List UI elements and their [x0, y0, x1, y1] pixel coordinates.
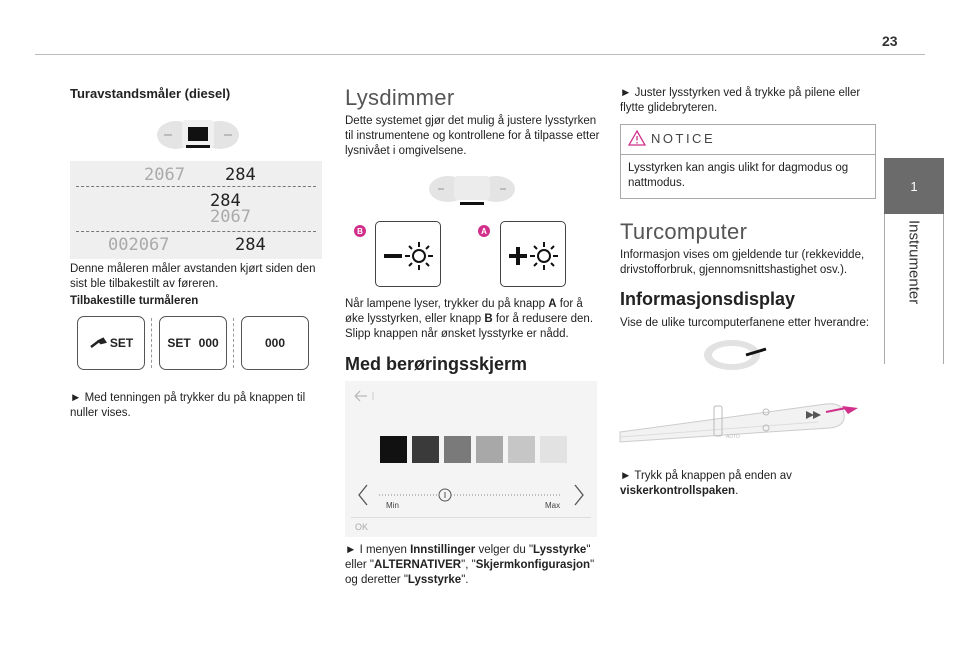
separator-2: [233, 318, 235, 368]
info-display-text: Vise de ulike turcomputerfanene etter hv…: [620, 317, 870, 329]
trip-value-3: 284: [235, 235, 266, 255]
text-part: for å redusere den. Slipp knappen når øn…: [345, 313, 594, 340]
touchscreen-title: Med berøringsskjerm: [345, 354, 528, 374]
slider-max-label: Max: [545, 501, 561, 510]
brightness-slider[interactable]: [357, 481, 587, 511]
odometer-heading: Turavstandsmåler (diesel): [70, 86, 231, 101]
odometer-full: 002067: [108, 235, 170, 255]
set-key: SET: [77, 316, 145, 370]
notice-box: [620, 124, 876, 199]
text-bold: Lysstyrke: [533, 544, 587, 556]
dimmer-plus-button: [500, 221, 566, 287]
trip-value-dim-2: 2067: [210, 207, 251, 227]
dimmer-minus-button: [375, 221, 441, 287]
side-rule-left: [884, 214, 885, 364]
odometer-description: Denne måleren måler avstanden kjørt side…: [70, 263, 316, 290]
chapter-tab-label: Instrumenter: [872, 220, 956, 340]
notice-title: NOTICE: [651, 131, 716, 146]
brightness-down-icon: [384, 242, 433, 270]
brightness-swatch: [540, 436, 567, 463]
wiper-instruction: ► Trykk på knappen på enden av viskerkon…: [620, 469, 876, 499]
screen-divider: [351, 517, 591, 518]
reset-instruction: ► Med tenningen på trykker du på knappen…: [70, 392, 306, 419]
wiper-stalk-illustration: AUTO: [619, 403, 858, 443]
brightness-up-icon: [509, 242, 558, 270]
wrench-icon: [90, 337, 107, 348]
adjust-instruction: ► Juster lysstyrken ved å trykke på pile…: [620, 87, 861, 114]
touchscreen-instructions: ► I menyen Innstillinger velger du "Lyss…: [345, 543, 603, 588]
side-rule-right: [943, 214, 944, 364]
text-part: ► Trykk på knappen på enden av: [620, 470, 792, 482]
text-part: " eller ": [345, 544, 591, 571]
notice-divider: [620, 154, 876, 155]
badge-a: A: [478, 225, 490, 237]
text-bold: viskerkontrollspaken: [620, 485, 736, 497]
brightness-swatch: [444, 436, 471, 463]
button-b-ref: B: [484, 313, 493, 325]
separator: [151, 318, 153, 368]
ok-button[interactable]: OK: [355, 522, 369, 532]
set-000-key: SET 000: [159, 316, 227, 370]
back-arrow-icon: [354, 390, 374, 402]
dashboard-icon: [429, 176, 515, 205]
text-part: ".: [461, 574, 469, 586]
brightness-swatch: [380, 436, 407, 463]
zero-key: 000: [241, 316, 309, 370]
odometer-display: 2067 284 284 2067 002067 284: [70, 161, 322, 259]
text-bold: Skjermkonfigurasjon: [475, 559, 591, 571]
dimmer-title: Lysdimmer: [345, 85, 455, 110]
zero-key-label: 000: [264, 336, 286, 350]
reset-subheading: Tilbakestille turmåleren: [70, 295, 199, 307]
badge-b: B: [354, 225, 366, 237]
divider-2: [76, 231, 316, 232]
zero-label: 000: [198, 336, 219, 350]
text-bold: Lysstyrke: [407, 574, 462, 586]
instrument-cluster-icon: [157, 120, 239, 149]
text-part: ► I menyen: [345, 544, 411, 556]
touchscreen-brightness-screen: Min Max OK: [345, 381, 597, 537]
slider-min-label: Min: [386, 501, 399, 510]
text-part: Når lampene lyser, trykker du på knapp: [345, 298, 549, 310]
info-display-title: Informasjonsdisplay: [620, 289, 796, 309]
total-value-2: 284: [210, 191, 241, 211]
text-part: .: [735, 485, 739, 497]
total-value: 284: [225, 165, 256, 185]
text-bold: Innstillinger: [410, 544, 476, 556]
auto-label: AUTO: [726, 434, 740, 440]
brightness-swatch: [508, 436, 535, 463]
button-a-ref: A: [548, 298, 557, 310]
set-key-label-2: SET: [167, 336, 191, 350]
arrow-right-icon: [574, 484, 584, 506]
trip-computer-text: Informasjon vises om gjeldende tur (rekk…: [620, 249, 865, 276]
brightness-swatch: [476, 436, 503, 463]
text-part: " og deretter ": [345, 559, 595, 586]
arrow-left-icon: [358, 484, 368, 506]
reset-keys-row: SET SET 000 000: [77, 316, 309, 370]
warning-icon: [628, 130, 646, 146]
trip-computer-title: Turcomputer: [620, 219, 748, 244]
trip-value-dim: 2067: [144, 165, 185, 185]
brightness-swatch: [412, 436, 439, 463]
text-bold: ALTERNATIVER: [374, 559, 462, 571]
chapter-tab-number: 1: [884, 158, 944, 214]
chapter-tab-label-text: Instrumenter: [905, 220, 923, 305]
text-part: for å øke lysstyrken, eller knapp: [345, 298, 583, 325]
text-part: ", ": [461, 559, 476, 571]
dimmer-instructions: Når lampene lyser, trykker du på knapp A…: [345, 297, 603, 342]
set-key-label: SET: [109, 336, 134, 350]
text-part: velger du ": [475, 544, 534, 556]
divider: [76, 186, 316, 187]
page-number: 23: [882, 33, 898, 49]
notice-text: Lysstyrken kan angis ulikt for dagmodus …: [628, 162, 849, 189]
header-rule: [35, 54, 925, 55]
steering-wheel-icon: [704, 340, 767, 370]
dimmer-intro: Dette systemet gjør det mulig å justere …: [345, 115, 600, 157]
